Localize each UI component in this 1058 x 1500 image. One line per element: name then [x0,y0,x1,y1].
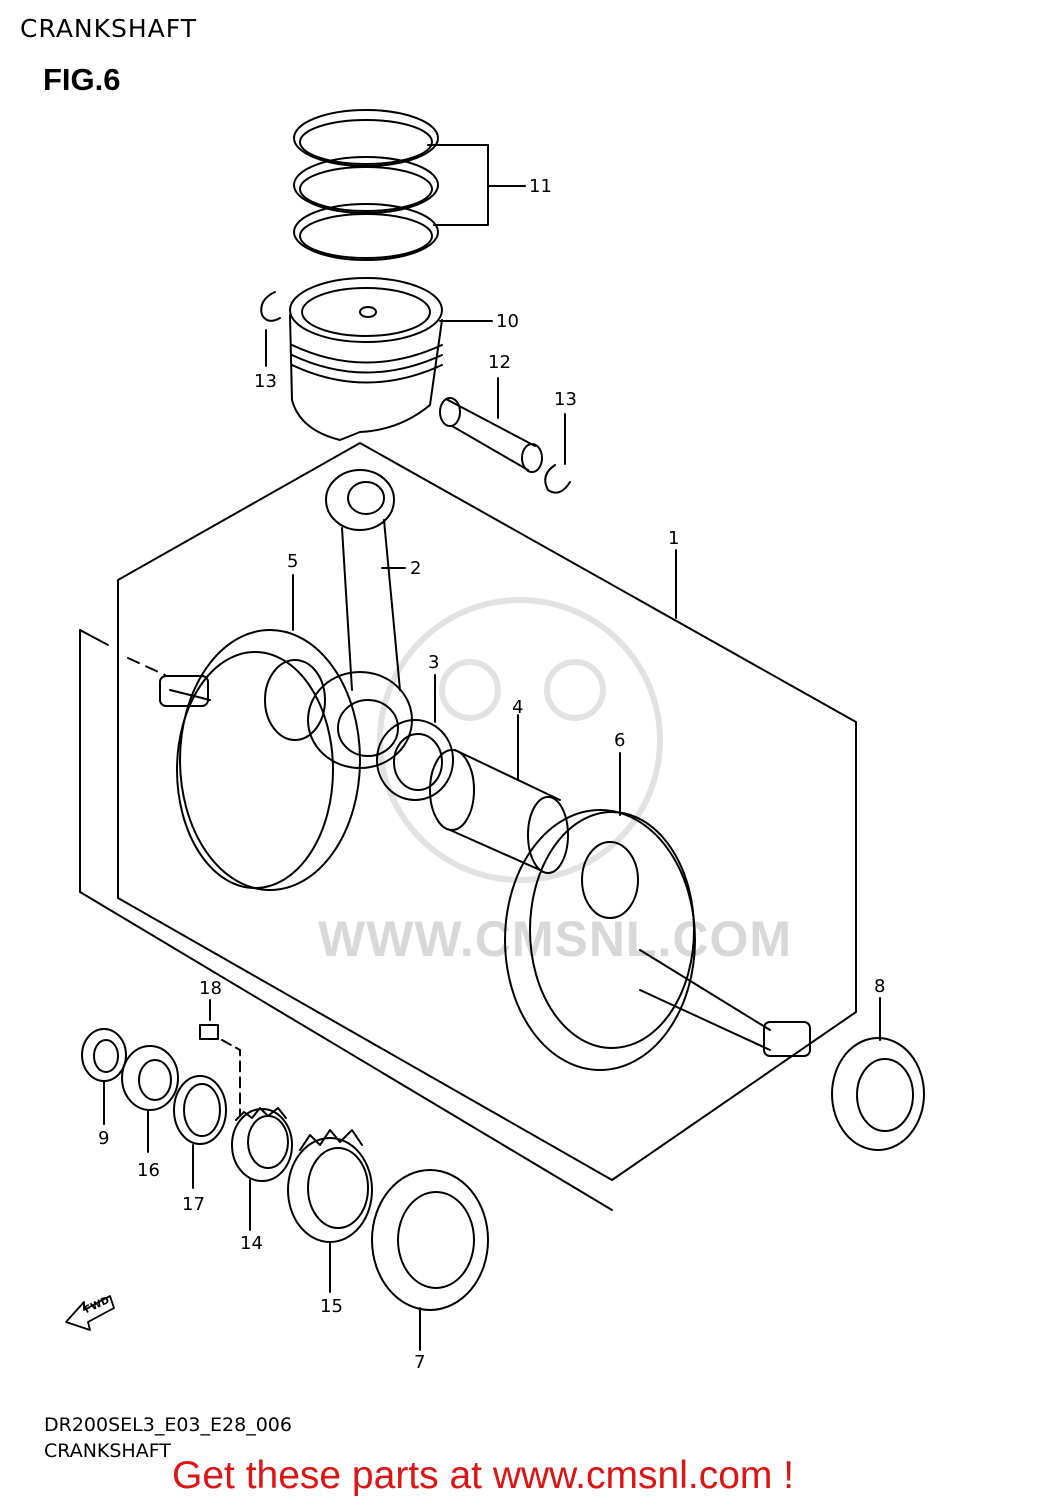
needle-bearing [376,719,454,801]
diagram-code: DR200SEL3_E03_E28_006 [44,1414,292,1436]
connecting-rod [307,469,413,769]
callout-12: 12 [488,352,511,373]
crank-pin [429,749,569,874]
callout-2: 2 [410,558,422,579]
callout-16: 16 [137,1160,160,1181]
crank-web-right [504,809,811,1071]
circlip-left [260,291,281,322]
crank-web-left [159,629,361,891]
piston [289,277,443,441]
spacer-16 [121,1045,179,1111]
callout-14: 14 [240,1233,263,1254]
callout-3: 3 [428,652,440,673]
callout-13a: 13 [254,371,277,392]
gear-15 [287,1129,373,1243]
key-18 [199,1024,219,1040]
callout-7: 7 [414,1352,426,1373]
callout-17: 17 [182,1194,205,1215]
callout-18: 18 [199,978,222,999]
callout-4: 4 [512,697,524,718]
callout-11: 11 [529,176,552,197]
watermark-text: WWW.CMSNL.COM [318,911,793,967]
oil-seal-9 [81,1028,127,1082]
callout-15: 15 [320,1296,343,1317]
callout-9: 9 [98,1128,110,1149]
piston-rings [293,109,439,261]
circlip-right [544,464,571,494]
callout-5: 5 [287,551,299,572]
callout-13b: 13 [554,389,577,410]
bearing-7 [371,1169,489,1311]
fwd-arrow [65,1295,115,1331]
washer-17 [173,1075,227,1145]
gear-14 [231,1107,293,1182]
promo-link[interactable]: Get these parts at www.cmsnl.com ! [172,1454,795,1497]
callout-6: 6 [614,730,626,751]
callout-8: 8 [874,976,886,997]
watermark-logo [377,597,663,883]
callout-10: 10 [496,311,519,332]
callout-1: 1 [668,528,680,549]
bearing-8 [831,1037,925,1151]
figure-label: FIG.6 [43,62,121,97]
piston-pin [439,397,543,473]
section-title: CRANKSHAFT [20,14,197,43]
footer-title: CRANKSHAFT [44,1440,171,1462]
assembly-box [117,442,857,1181]
